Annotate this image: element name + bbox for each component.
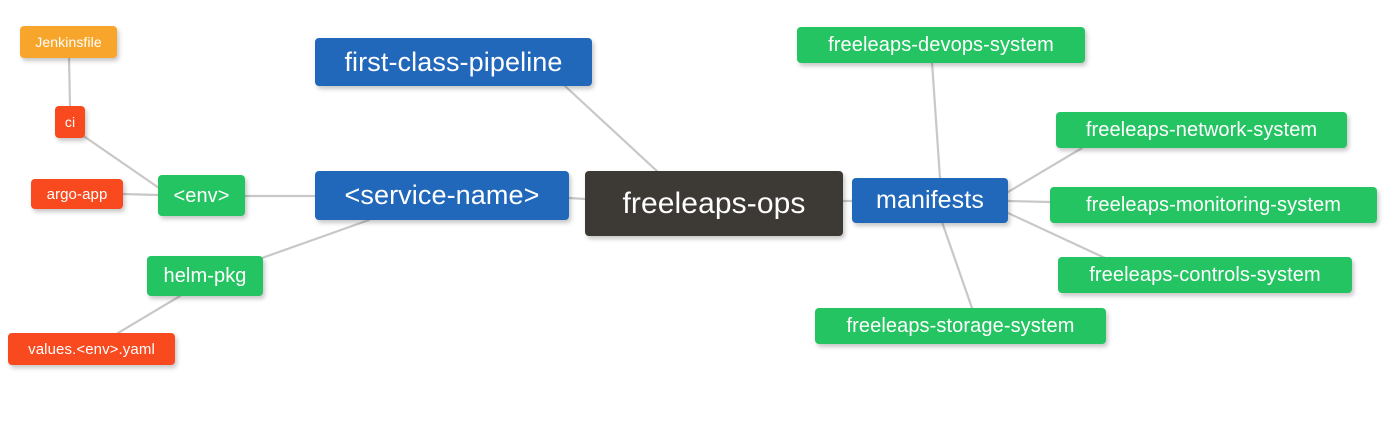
node-jenkinsfile-label: Jenkinsfile [35,34,102,50]
node-root-label: freeleaps-ops [622,186,806,220]
node-root-freeleaps-ops[interactable]: freeleaps-ops [585,171,843,236]
node-helm-pkg-label: helm-pkg [163,265,247,287]
node-values-yaml[interactable]: values.<env>.yaml [8,333,175,365]
node-freeleaps-controls-system[interactable]: freeleaps-controls-system [1058,257,1352,293]
node-helm-pkg[interactable]: helm-pkg [147,256,263,296]
node-ci-label: ci [64,114,76,130]
node-values-yaml-label: values.<env>.yaml [28,340,155,358]
node-freeleaps-monitoring-system-label: freeleaps-monitoring-system [1085,194,1341,216]
edge-helmpkg-servicename [260,218,371,260]
node-env-label: <env> [173,184,230,207]
edge-argoapp-env [121,192,160,197]
node-manifests-label: manifests [876,186,984,214]
node-first-class-pipeline[interactable]: first-class-pipeline [315,38,592,86]
node-service-name-label: <service-name> [344,180,540,210]
node-freeleaps-devops-system-label: freeleaps-devops-system [828,34,1054,56]
node-freeleaps-devops-system[interactable]: freeleaps-devops-system [797,27,1085,63]
node-freeleaps-network-system-label: freeleaps-network-system [1085,119,1318,141]
node-argo-app-label: argo-app [46,185,108,203]
node-env[interactable]: <env> [158,175,245,216]
edge-valuesyaml-helmpkg [116,294,182,335]
node-freeleaps-network-system[interactable]: freeleaps-network-system [1056,112,1347,148]
node-argo-app[interactable]: argo-app [31,179,123,209]
node-freeleaps-storage-system-label: freeleaps-storage-system [846,315,1075,337]
node-freeleaps-controls-system-label: freeleaps-controls-system [1089,264,1321,286]
edge-manifests-monitoring [1006,199,1052,204]
node-freeleaps-storage-system[interactable]: freeleaps-storage-system [815,308,1106,344]
node-first-class-pipeline-label: first-class-pipeline [344,46,563,77]
node-ci[interactable]: ci [55,106,85,138]
node-manifests[interactable]: manifests [852,178,1008,223]
edge-servicename-root [567,196,588,201]
edge-manifests-storage [940,220,974,310]
edge-manifests-network [1006,146,1084,194]
edge-jenkinsfile-ci [67,55,72,108]
node-freeleaps-monitoring-system[interactable]: freeleaps-monitoring-system [1050,187,1377,223]
edge-pipeline-root [563,84,660,174]
node-service-name[interactable]: <service-name> [315,171,569,220]
node-jenkinsfile[interactable]: Jenkinsfile [20,26,117,58]
